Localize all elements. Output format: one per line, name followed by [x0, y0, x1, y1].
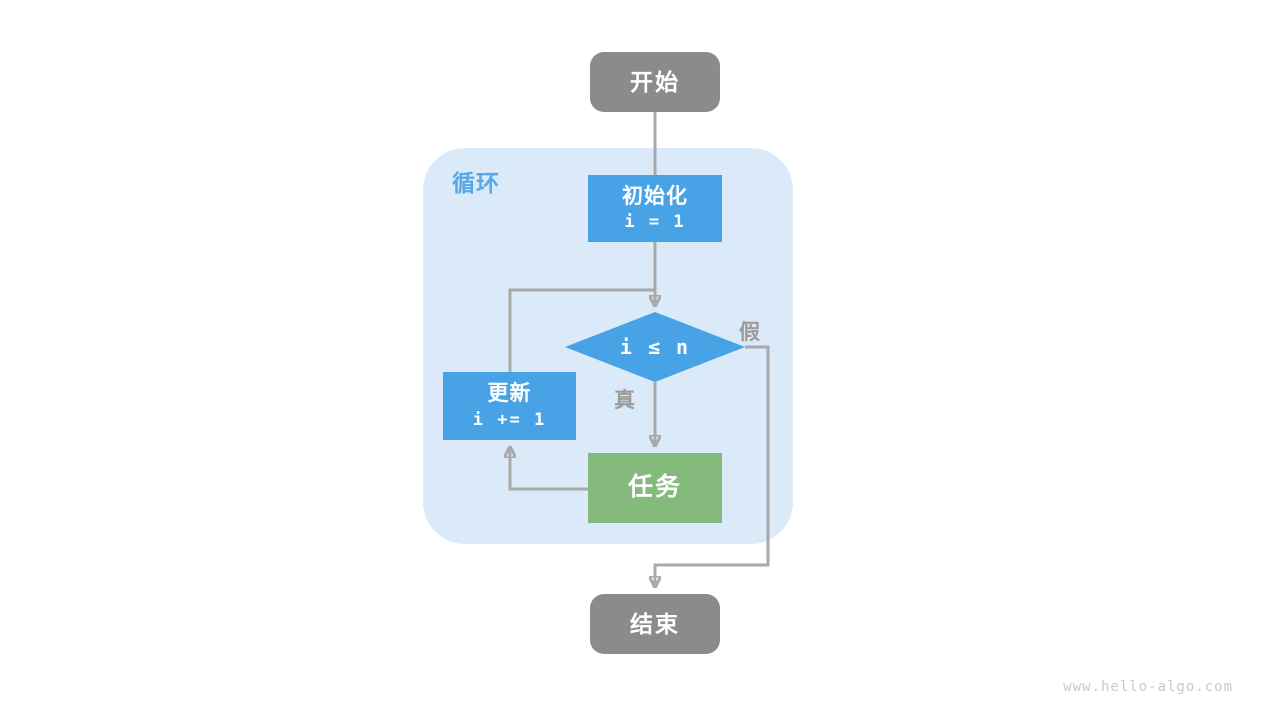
edge-update-loopback — [508, 288, 655, 373]
watermark-text: www.hello-algo.com — [1063, 679, 1233, 695]
node-task-label: 任务 — [627, 473, 682, 502]
edge-task-to-update — [510, 447, 588, 491]
edge-label-true: 真 — [614, 389, 635, 412]
node-end: 结束 — [590, 594, 720, 654]
node-init-code: i = 1 — [624, 212, 686, 232]
node-init: 初始化 i = 1 — [588, 175, 722, 242]
node-update: 更新 i += 1 — [443, 372, 576, 440]
node-end-label: 结束 — [630, 610, 680, 637]
node-update-code: i += 1 — [472, 409, 547, 430]
edge-condition-to-end — [655, 345, 770, 587]
node-start-label: 开始 — [630, 68, 680, 95]
node-update-label: 更新 — [487, 382, 532, 406]
edge-label-false: 假 — [739, 321, 760, 344]
node-condition-label: i ≤ n — [619, 335, 691, 359]
node-init-label: 初始化 — [622, 184, 688, 208]
node-task: 任务 — [588, 453, 722, 523]
node-start: 开始 — [590, 52, 720, 112]
loop-container-label: 循环 — [452, 170, 500, 196]
